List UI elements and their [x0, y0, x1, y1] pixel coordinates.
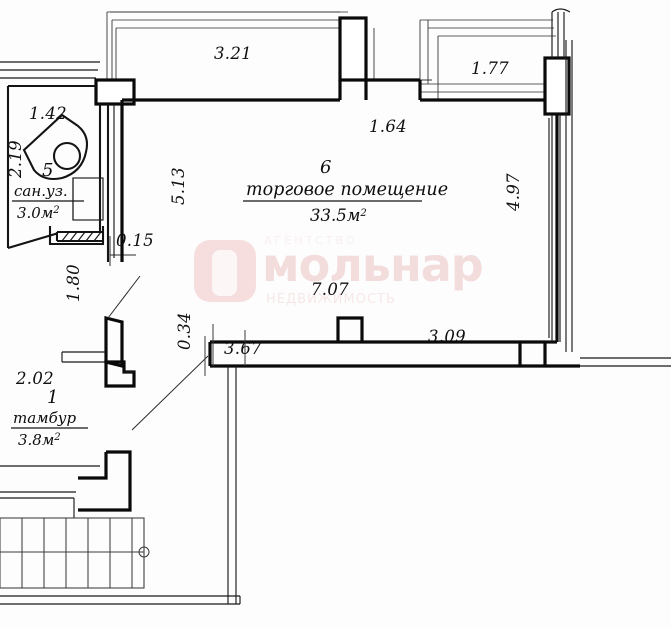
room-1-number: 1 [47, 387, 58, 408]
room-5-area: 3.0м2 [17, 204, 60, 222]
pillar-left-top [94, 78, 136, 106]
stairs-and-outline [0, 366, 241, 605]
top-wall-structures [338, 16, 571, 116]
dimension-1-77: 1.77 [471, 59, 509, 78]
dimension-3-67: 3.67 [224, 339, 262, 358]
dimension-3-21: 3.21 [214, 44, 252, 63]
room-5-number: 5 [42, 160, 53, 181]
top-dimension-lines [106, 11, 556, 101]
sanuzel-threshold [48, 226, 105, 246]
dimension-4-97: 4.97 [504, 173, 523, 212]
left-top-wall-band [0, 61, 136, 106]
dimension-5-13: 5.13 [169, 167, 188, 205]
dimension-2-19: 2.19 [6, 140, 25, 179]
pillar-top-right [543, 56, 571, 116]
room-5-name: сан.уз. [14, 182, 68, 200]
toilet-fixture-icon [22, 113, 89, 181]
dimension-3-09: 3.09 [428, 327, 466, 346]
room-6-number: 6 [320, 157, 331, 178]
room-6-walls [113, 40, 580, 368]
dimension-0-15: 0.15 [116, 231, 154, 250]
room-5-walls [6, 84, 136, 266]
tambour-structures [61, 275, 209, 431]
room-1-area: 3.8м2 [18, 431, 61, 449]
dimension-0-34: 0.34 [175, 312, 194, 350]
room-5-label: 5 сан.уз. 3.0м2 [12, 160, 84, 222]
dimension-2-02: 2.02 [15, 369, 54, 388]
bottom-right-wall [580, 357, 671, 367]
room-6-name: торговое помещение [246, 180, 448, 200]
room-1-name: тамбур [13, 409, 76, 427]
dimension-ticks [204, 324, 246, 376]
room-1-label: 1 тамбур 3.8м2 [11, 387, 88, 449]
room-6-label: 6 торговое помещение 33.5м2 [243, 157, 448, 225]
dimension-1-64: 1.64 [369, 117, 407, 136]
dimension-7-07: 7.07 [311, 280, 349, 299]
right-glazing [551, 8, 571, 342]
sanuzel-fixture-rect [72, 177, 104, 221]
dimension-1-80: 1.80 [64, 264, 83, 302]
dimension-1-42: 1.42 [29, 104, 67, 123]
room-6-area: 33.5м2 [310, 206, 367, 225]
pillar-top-centre [338, 16, 368, 82]
